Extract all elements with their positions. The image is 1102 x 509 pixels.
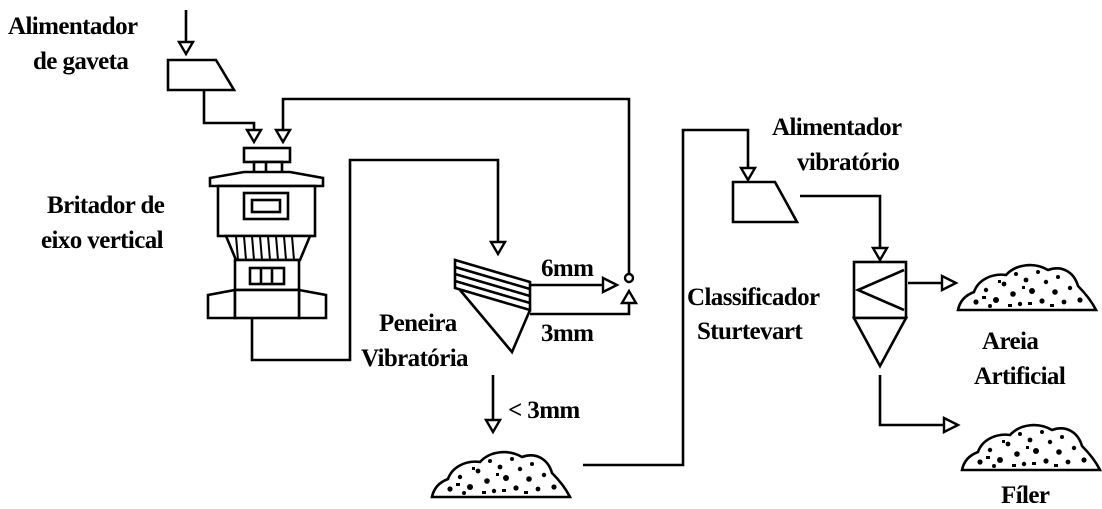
classifier-label-line1: Classificador bbox=[687, 284, 820, 311]
crusher-label-line1: Britador de bbox=[47, 192, 165, 219]
crusher-label-line2: eixo vertical bbox=[41, 227, 164, 254]
undersize-stockpile bbox=[430, 450, 572, 499]
screen-label-line1: Peneira bbox=[379, 310, 458, 337]
stockpile-to-vibrating-feeder-line bbox=[583, 128, 758, 467]
screen-3mm-label: 3mm bbox=[541, 320, 594, 347]
screen-3mm-line bbox=[530, 288, 639, 316]
screen-6mm-line bbox=[530, 276, 620, 294]
drawer-feeder-shape bbox=[166, 58, 237, 92]
filler-label: Fíler bbox=[1001, 482, 1050, 509]
screen-undersize-label: < 3mm bbox=[508, 397, 580, 424]
screen-label-line2: Vibratória bbox=[361, 345, 469, 372]
classifier-to-sand-line bbox=[908, 274, 959, 292]
vibrating-feeder-shape bbox=[731, 180, 800, 224]
classifier-to-filler-line bbox=[878, 375, 961, 434]
feeder-to-crusher-line bbox=[202, 90, 264, 145]
vibrating-feeder-to-classifier-line bbox=[800, 194, 890, 263]
crusher-to-screen-line bbox=[250, 158, 508, 362]
drawer-feeder-label-line2: de gaveta bbox=[33, 48, 129, 75]
junction-node bbox=[623, 272, 635, 284]
classifier-label-line2: Sturtevart bbox=[697, 318, 803, 345]
vibrating-feeder-label-line1: Alimentador bbox=[772, 114, 902, 141]
sand-label-line2: Artificial bbox=[974, 363, 1066, 390]
screen-6mm-label: 6mm bbox=[541, 255, 594, 282]
sand-stockpile bbox=[956, 263, 1098, 312]
vibrating-feeder-label-line2: vibratório bbox=[797, 149, 899, 176]
screen-undersize-line bbox=[483, 375, 503, 435]
sturtevant-classifier bbox=[851, 260, 909, 369]
vibrating-screen bbox=[453, 258, 532, 355]
recirculation-line bbox=[273, 97, 631, 278]
vertical-shaft-crusher bbox=[206, 146, 328, 320]
filler-stockpile bbox=[960, 423, 1102, 472]
sand-label-line1: Areia bbox=[982, 328, 1039, 355]
drawer-feeder-label-line1: Alimentador bbox=[8, 13, 138, 40]
feed-input-arrow bbox=[176, 10, 196, 57]
